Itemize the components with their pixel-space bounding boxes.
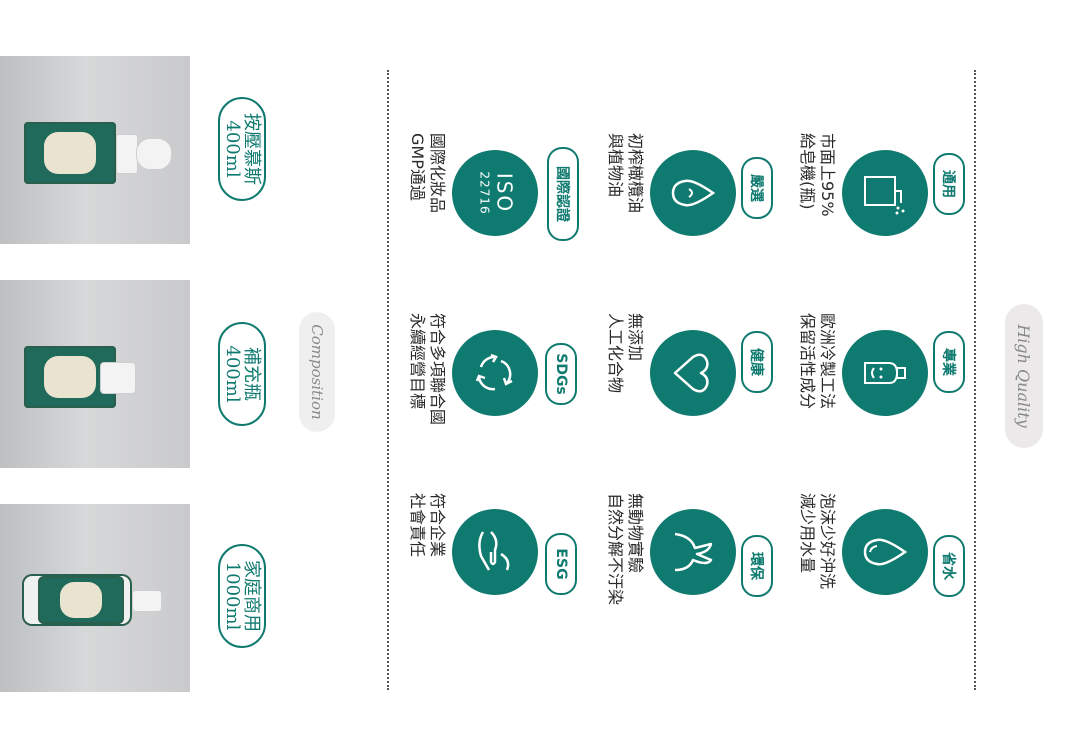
feature-desc: 初榨橄欖油與植物油 — [606, 133, 645, 214]
feature-icon-water-drop — [842, 509, 928, 595]
feature-icon-bottle-face — [842, 330, 928, 416]
feature-icon-hands — [452, 509, 538, 595]
feature-icon-oil-drop — [650, 150, 736, 236]
feature-label-eco: 環保 — [741, 535, 773, 597]
feature-desc: 無動物實驗自然分解不汙染 — [606, 493, 645, 606]
recycle-icon — [475, 353, 513, 391]
feature-icon-recycle — [452, 330, 538, 416]
feature-icon-dispenser — [842, 150, 928, 236]
feature-label-universal: 通用 — [933, 153, 965, 215]
feature-label-selected: 嚴選 — [741, 157, 773, 219]
composition-label: Composition — [299, 312, 335, 432]
feature-desc: 市面上95%給皂機(瓶) — [798, 133, 837, 217]
feature-desc: 符合企業社會責任 — [408, 493, 447, 558]
iso-badge: ISO 22716 — [478, 171, 517, 215]
divider-right — [974, 70, 976, 690]
feature-desc: 歐洲冷製工法保留活性成分 — [798, 313, 837, 410]
bottle-face-icon — [864, 362, 906, 384]
hands-icon — [478, 531, 510, 571]
feature-label-sdgs: SDGs — [545, 343, 577, 405]
heart-icon — [673, 353, 709, 393]
feature-icon-rabbit — [650, 509, 736, 595]
feature-label-healthy: 健康 — [741, 331, 773, 393]
feature-desc: 符合多項聯合國永續經營目標 — [408, 313, 447, 426]
feature-desc: 無添加人工化合物 — [606, 313, 645, 394]
feature-label-certified: 國際認證 — [547, 147, 579, 241]
dispenser-icon — [864, 176, 905, 215]
oil-drop-icon — [671, 179, 716, 207]
feature-icon-heart — [650, 330, 736, 416]
feature-label-professional: 專業 — [933, 331, 965, 393]
divider-left — [387, 70, 389, 690]
water-drop-icon — [863, 538, 908, 566]
feature-label-esg: ESG — [545, 533, 577, 595]
product-photo-pump — [0, 56, 190, 244]
product-photo-refill — [0, 280, 190, 468]
feature-desc: 泡沫少好沖洗減少用水量 — [798, 493, 837, 590]
feature-label-water-saving: 省水 — [933, 535, 965, 597]
high-quality-label: High Quality — [1005, 304, 1043, 448]
feature-icon-iso: ISO 22716 — [452, 150, 538, 236]
product-photo-family — [0, 504, 190, 692]
rabbit-icon — [674, 532, 713, 572]
